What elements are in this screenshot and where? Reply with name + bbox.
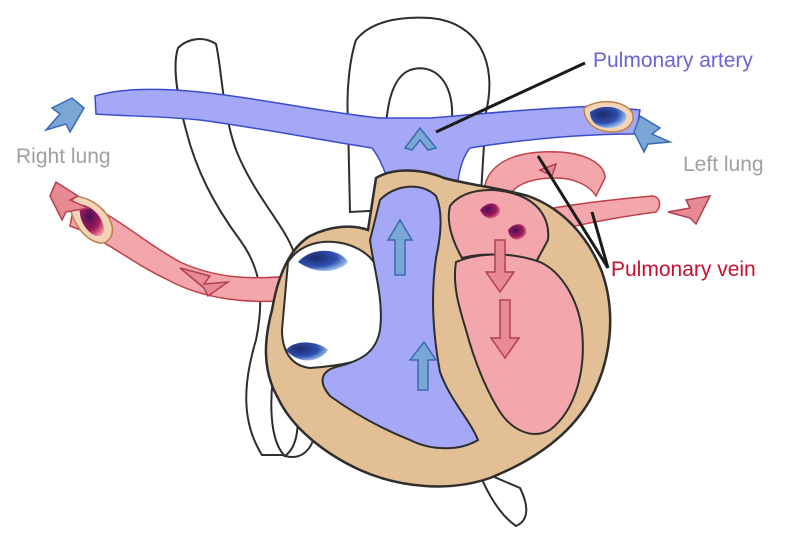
- left-atrium: [447, 189, 550, 264]
- label-pulmonary-artery: Pulmonary artery: [593, 49, 753, 72]
- pointer-line-pulmonary-vein-b: [590, 211, 610, 269]
- label-left-lung: Left lung: [683, 153, 764, 176]
- flow-arrow-icon: [43, 97, 712, 391]
- pointer-line-pulmonary-vein-a: [536, 155, 610, 269]
- label-pulmonary-vein: Pulmonary vein: [611, 258, 756, 281]
- label-right-lung: Right lung: [16, 145, 111, 168]
- pointer-line-pulmonary-artery: [435, 61, 586, 134]
- right-ventricle: [321, 185, 480, 450]
- left-ventricle: [453, 253, 584, 435]
- pulmonary-artery-vessel: [94, 88, 641, 199]
- pointer-lines: [435, 61, 610, 269]
- blood-droplet-icon: [286, 203, 527, 361]
